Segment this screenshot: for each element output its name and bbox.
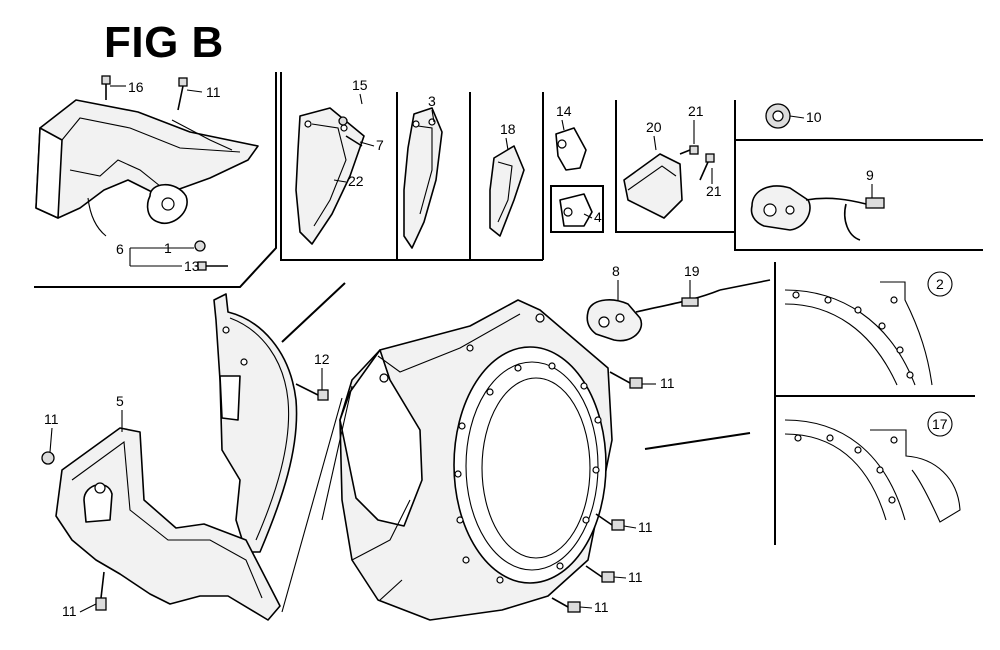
callout-20: 20 xyxy=(646,119,662,135)
leader-line xyxy=(644,432,751,450)
callout-14: 14 xyxy=(556,103,572,119)
inset-border-9 xyxy=(734,100,983,251)
bolt xyxy=(101,75,228,271)
callout-21: 21 xyxy=(706,183,722,199)
cover-5 xyxy=(41,427,281,621)
callout-19: 19 xyxy=(684,263,700,279)
leader-lines-inset xyxy=(110,85,203,267)
callout-11: 11 xyxy=(44,411,59,427)
figure-title: FIG B xyxy=(104,18,224,67)
callout-18: 18 xyxy=(500,121,516,137)
fan-housing xyxy=(339,299,613,621)
callout-11: 11 xyxy=(62,603,77,619)
callout-22: 22 xyxy=(348,173,364,189)
switch-8 xyxy=(586,279,771,342)
callout-3: 3 xyxy=(428,93,436,109)
callout-8: 8 xyxy=(612,263,620,279)
shroud-22 xyxy=(295,107,365,245)
grommet-10 xyxy=(765,103,791,129)
callout-labels: 16 11 6 1 13 15 7 22 3 18 14 4 20 21 21 … xyxy=(44,77,948,619)
callout-11: 11 xyxy=(638,519,653,535)
callout-leaders xyxy=(49,93,873,613)
clip-14 xyxy=(555,127,587,171)
inset-frames xyxy=(34,72,983,545)
callout-6: 6 xyxy=(116,241,124,257)
variant-badge xyxy=(927,271,953,297)
callout-11: 11 xyxy=(628,569,643,585)
callout-5: 5 xyxy=(116,393,124,409)
inset-border-left xyxy=(34,72,277,288)
inset-box-4 xyxy=(550,185,604,233)
shroud-3 xyxy=(403,107,443,249)
callout-11: 11 xyxy=(594,599,609,615)
inset-border-20 xyxy=(615,100,735,233)
callout-11: 11 xyxy=(206,84,221,100)
leaders xyxy=(281,385,353,613)
fan-cover-assembly xyxy=(35,99,259,237)
clip-4 xyxy=(559,193,593,227)
variant-badge xyxy=(927,411,953,437)
callout-13: 13 xyxy=(184,258,200,274)
callout-9: 9 xyxy=(866,167,874,183)
callout-1: 1 xyxy=(164,240,172,256)
housing-bolts xyxy=(551,371,643,613)
switch-9 xyxy=(750,185,885,241)
callout-17: 17 xyxy=(932,416,948,432)
fan-guard-12 xyxy=(213,293,329,553)
callout-2: 2 xyxy=(936,276,944,292)
callout-10: 10 xyxy=(806,109,822,125)
callout-15: 15 xyxy=(352,77,368,93)
variant-2 xyxy=(784,271,953,386)
callout-16: 16 xyxy=(128,79,144,95)
callout-11: 11 xyxy=(660,375,675,391)
callout-21: 21 xyxy=(688,103,704,119)
leader-line xyxy=(281,282,346,343)
callout-12: 12 xyxy=(314,351,330,367)
callout-7: 7 xyxy=(376,137,384,153)
bracket-20 xyxy=(623,145,715,219)
callout-4: 4 xyxy=(594,209,602,225)
variant-17 xyxy=(784,411,961,523)
shroud-18 xyxy=(489,145,525,237)
